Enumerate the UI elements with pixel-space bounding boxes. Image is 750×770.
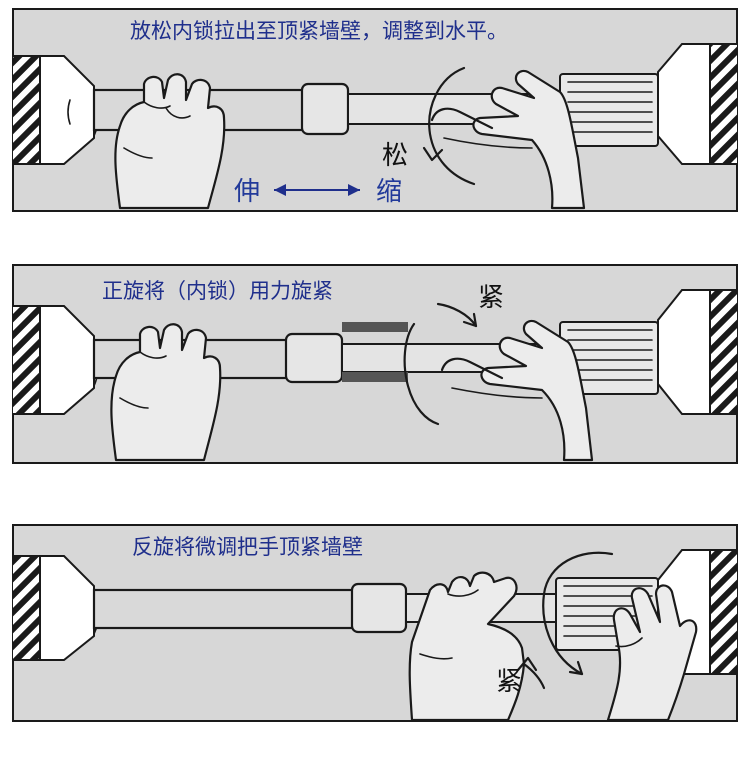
double-arrow-icon: [274, 184, 360, 196]
rod-lock-joint: [300, 82, 350, 136]
right-hand-icon: [440, 319, 594, 462]
rod-lock-joint: [284, 332, 344, 384]
label-extend: 伸: [234, 177, 260, 207]
step-3-panel: 反旋将微调把手顶紧墙壁 紧: [12, 524, 738, 722]
label-retract: 缩: [376, 177, 402, 207]
left-wall-hatch-icon: [12, 555, 100, 661]
step-2-caption: 正旋将（内锁）用力旋紧: [102, 279, 333, 303]
label-tighten: 紧: [478, 283, 504, 313]
label-tighten: 紧: [496, 667, 522, 697]
rod-lock-joint: [350, 582, 408, 634]
rotation-arrow-icon: [422, 66, 476, 186]
left-hand-icon: [408, 571, 526, 722]
label-loosen: 松: [382, 141, 408, 171]
right-hand-icon: [606, 584, 698, 722]
right-wall-hatch-icon: [652, 289, 738, 415]
step-2-illustration: 正旋将（内锁）用力旋紧 紧: [12, 264, 738, 464]
step-1-panel: 放松内锁拉出至顶紧墙壁，调整到水平。 松 伸 缩: [12, 8, 738, 212]
step-1-illustration: 放松内锁拉出至顶紧墙壁，调整到水平。 松 伸 缩: [12, 8, 738, 212]
left-hand-icon: [114, 73, 226, 210]
rotation-arrow-icon: [403, 302, 478, 426]
step-1-caption: 放松内锁拉出至顶紧墙壁，调整到水平。: [130, 19, 508, 43]
rotation-arrow-icon: [516, 551, 614, 690]
tighten-bands: [342, 322, 408, 382]
left-wall-hatch-icon: [12, 305, 100, 415]
left-hand-icon: [110, 323, 222, 462]
right-hand-icon: [430, 69, 586, 210]
step-3-caption: 反旋将微调把手顶紧墙壁: [132, 535, 363, 559]
step-2-panel: 正旋将（内锁）用力旋紧 紧: [12, 264, 738, 464]
right-wall-hatch-icon: [652, 43, 738, 165]
step-3-illustration: 反旋将微调把手顶紧墙壁 紧: [12, 524, 738, 722]
